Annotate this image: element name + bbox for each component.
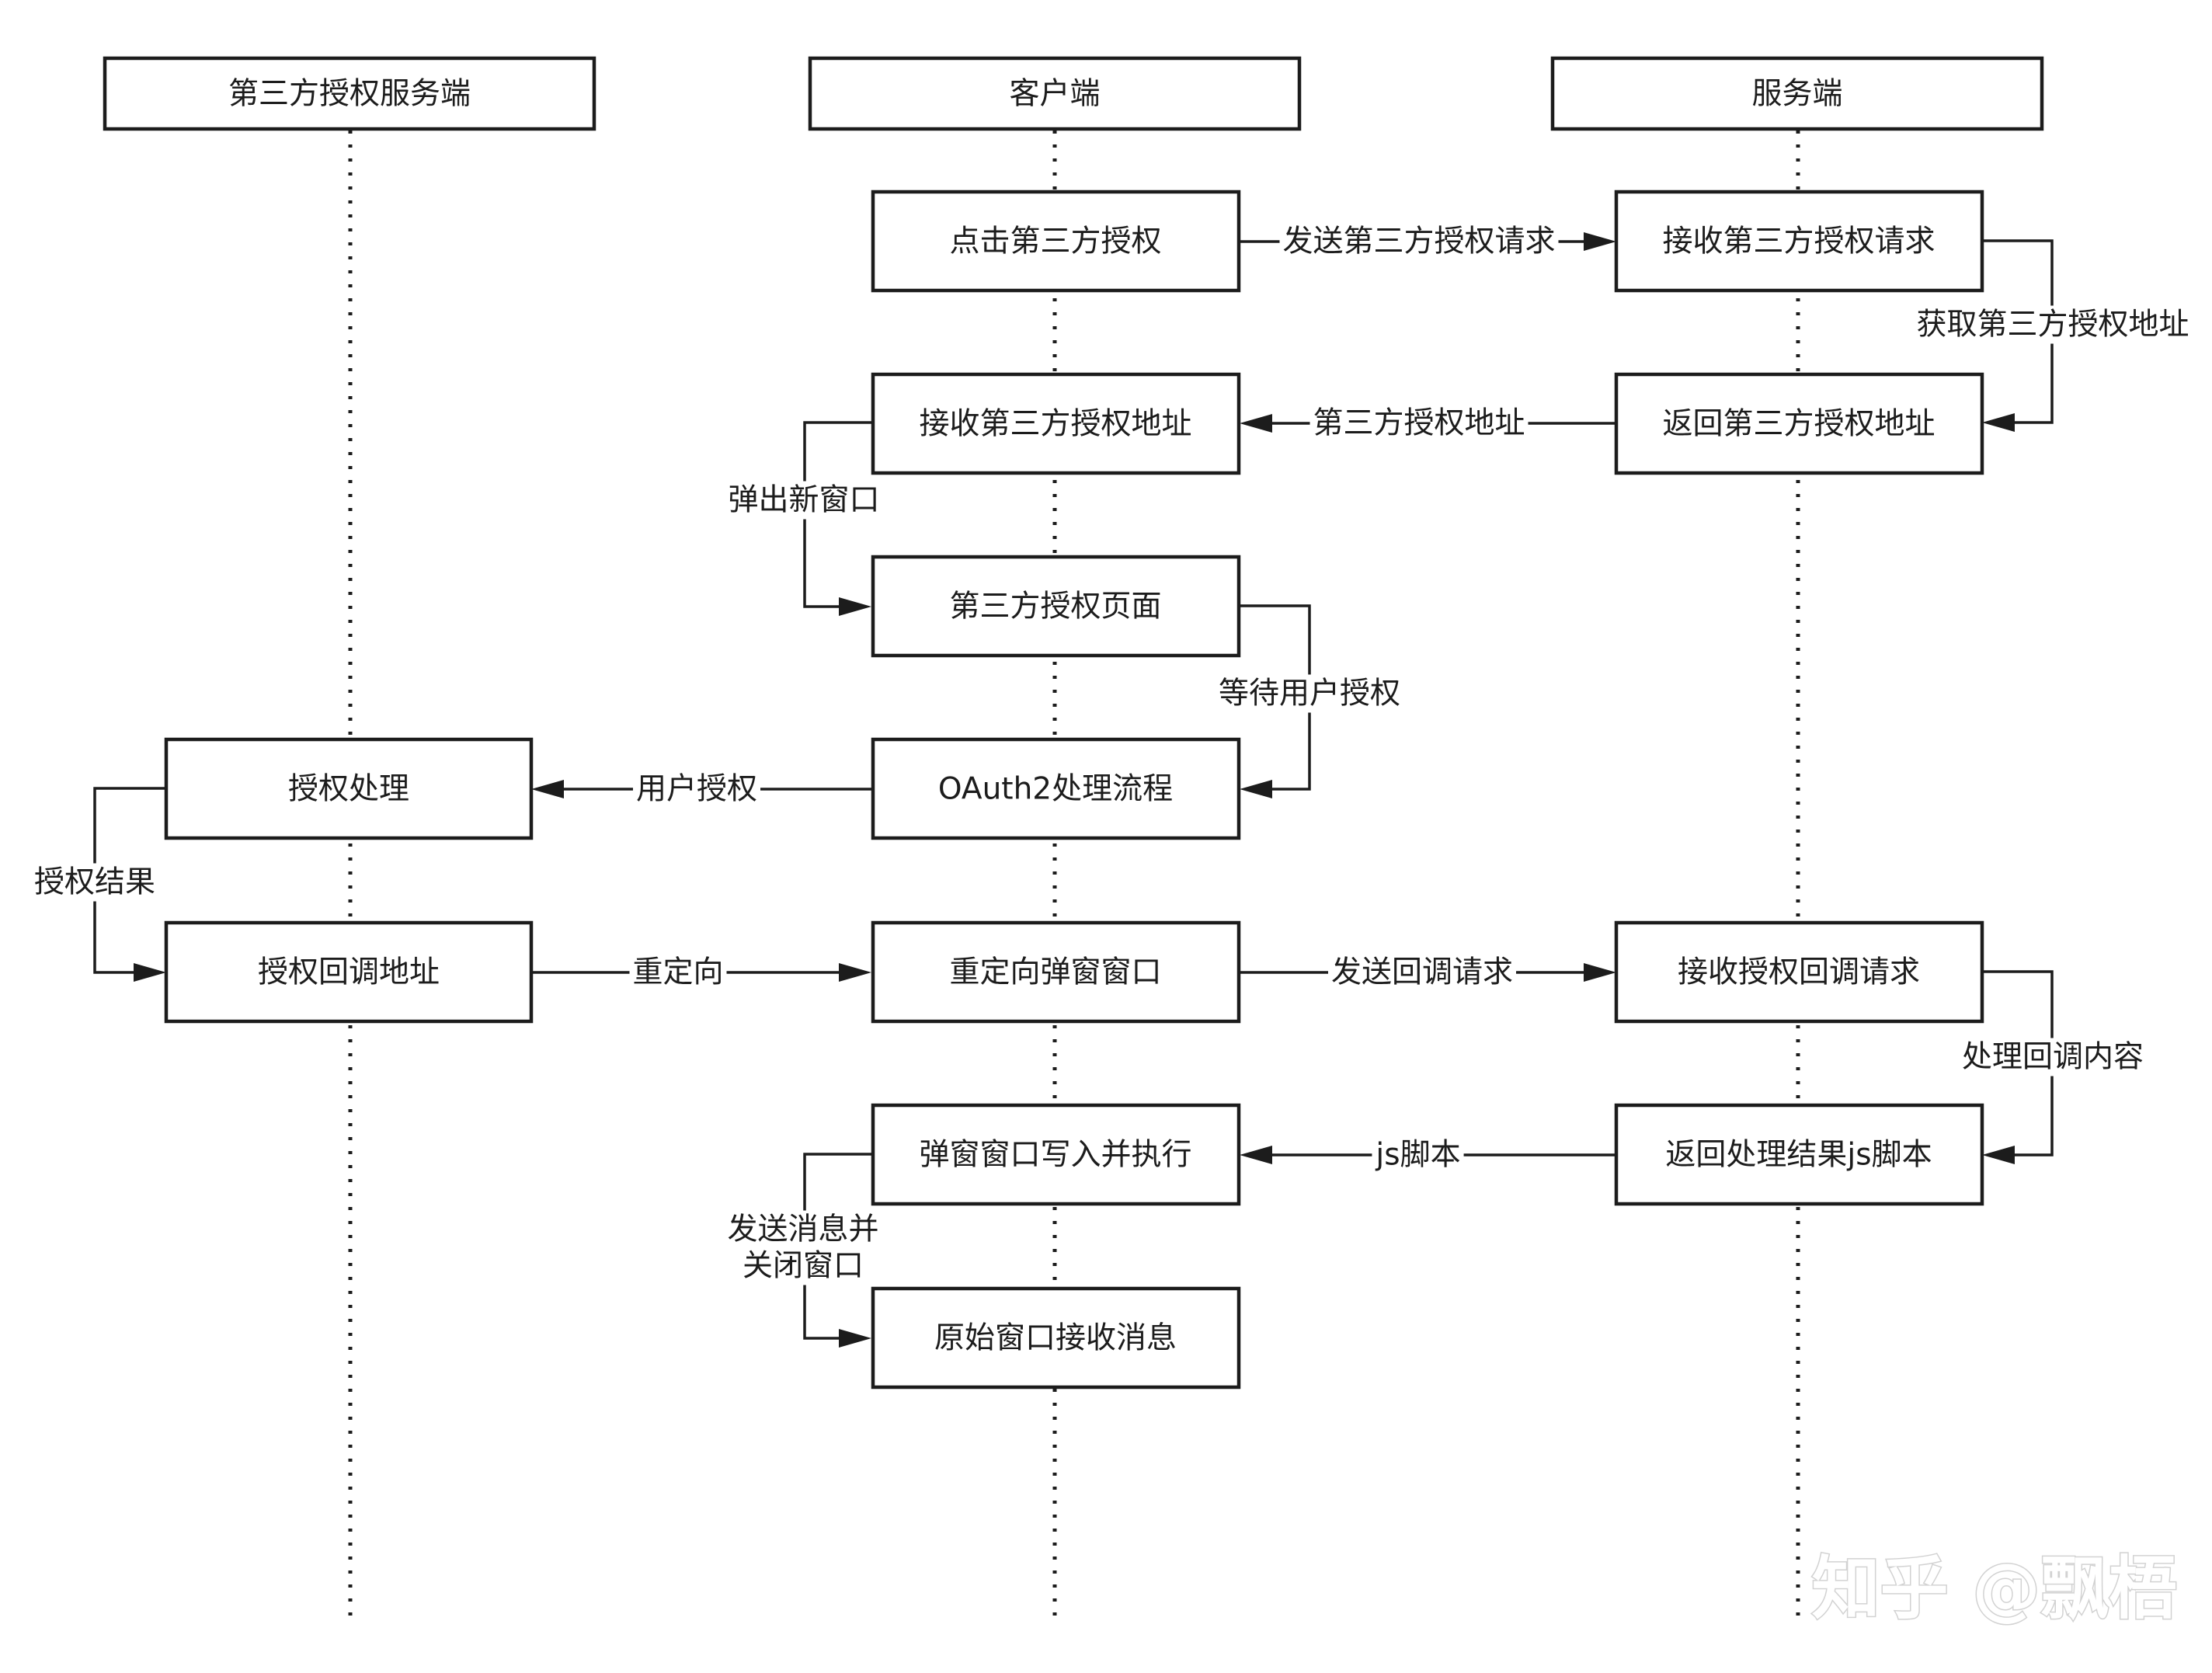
step-receive-auth-url: 接收第三方授权地址 [871,372,1241,475]
lane-headers: 第三方授权服务端 客户端 服务端 [103,56,2044,131]
step-return-js-label: 返回处理结果js脚本 [1665,1138,1932,1173]
lane-header-server: 服务端 [1550,56,2044,131]
edge-label-popup-new-window: 弹出新窗口 [728,483,879,518]
step-boxes: 点击第三方授权 接收第三方授权请求 接收第三方授权地址 返回第三方授权地址 第三… [164,190,1984,1390]
edge-labels: 发送第三方授权请求 获取第三方授权地址 第三方授权地址 弹出新窗口 等待用户授权… [30,222,2193,1285]
step-original-receive-label: 原始窗口接收消息 [934,1321,1177,1356]
edge-label-user-auth: 用户授权 [636,772,757,807]
lane-header-third-party: 第三方授权服务端 [103,56,596,131]
edge-label-handle-callback: 处理回调内容 [1962,1040,2144,1075]
lane-header-client: 客户端 [808,56,1302,131]
step-auth-page-label: 第三方授权页面 [949,590,1161,624]
step-click-auth-label: 点击第三方授权 [949,224,1161,259]
step-popup-write-exec-label: 弹窗窗口写入并执行 [919,1138,1191,1173]
step-receive-callback-label: 接收授权回调请求 [1678,955,1920,990]
step-auth-process: 授权处理 [164,737,534,840]
step-receive-callback: 接收授权回调请求 [1614,920,1984,1024]
edge-label-wait-user-auth: 等待用户授权 [1219,677,1400,711]
step-auth-page: 第三方授权页面 [871,555,1241,658]
step-redirect-popup: 重定向弹窗窗口 [871,920,1241,1024]
step-redirect-popup-label: 重定向弹窗窗口 [949,955,1161,990]
step-return-auth-url-label: 返回第三方授权地址 [1662,407,1935,442]
step-oauth2-flow: OAuth2处理流程 [871,737,1241,840]
step-original-receive: 原始窗口接收消息 [871,1286,1241,1390]
step-popup-write-exec: 弹窗窗口写入并执行 [871,1103,1241,1206]
step-return-auth-url: 返回第三方授权地址 [1614,372,1984,475]
step-receive-auth-url-label: 接收第三方授权地址 [919,407,1191,442]
edge-label-auth-url: 第三方授权地址 [1313,406,1525,441]
edge-label-js-script: js脚本 [1375,1138,1460,1173]
edge-label-send-callback: 发送回调请求 [1331,955,1513,990]
step-oauth2-flow-label: OAuth2处理流程 [938,772,1173,807]
step-receive-auth-request-label: 接收第三方授权请求 [1662,224,1935,259]
edge-label-send-auth-request: 发送第三方授权请求 [1282,224,1555,259]
lane-header-client-label: 客户端 [1009,77,1100,112]
edge-label-auth-result: 授权结果 [34,865,155,900]
lifelines [348,130,1800,1623]
edge-label-get-auth-url: 获取第三方授权地址 [1916,308,2189,343]
lane-header-server-label: 服务端 [1751,77,1842,112]
watermark: 知乎 @飘梧 [1812,1549,2178,1629]
step-return-js: 返回处理结果js脚本 [1614,1103,1984,1206]
step-auth-process-label: 授权处理 [288,772,409,807]
edge-label-send-and-close-line1: 发送消息并 [727,1212,878,1247]
edge-label-redirect: 重定向 [632,955,723,990]
lane-header-third-party-label: 第三方授权服务端 [228,77,471,112]
step-auth-callback-url: 授权回调地址 [164,920,534,1024]
step-click-auth: 点击第三方授权 [871,190,1241,293]
step-receive-auth-request: 接收第三方授权请求 [1614,190,1984,293]
edge-label-send-and-close-line2: 关闭窗口 [743,1249,864,1284]
step-auth-callback-url-label: 授权回调地址 [258,955,440,990]
